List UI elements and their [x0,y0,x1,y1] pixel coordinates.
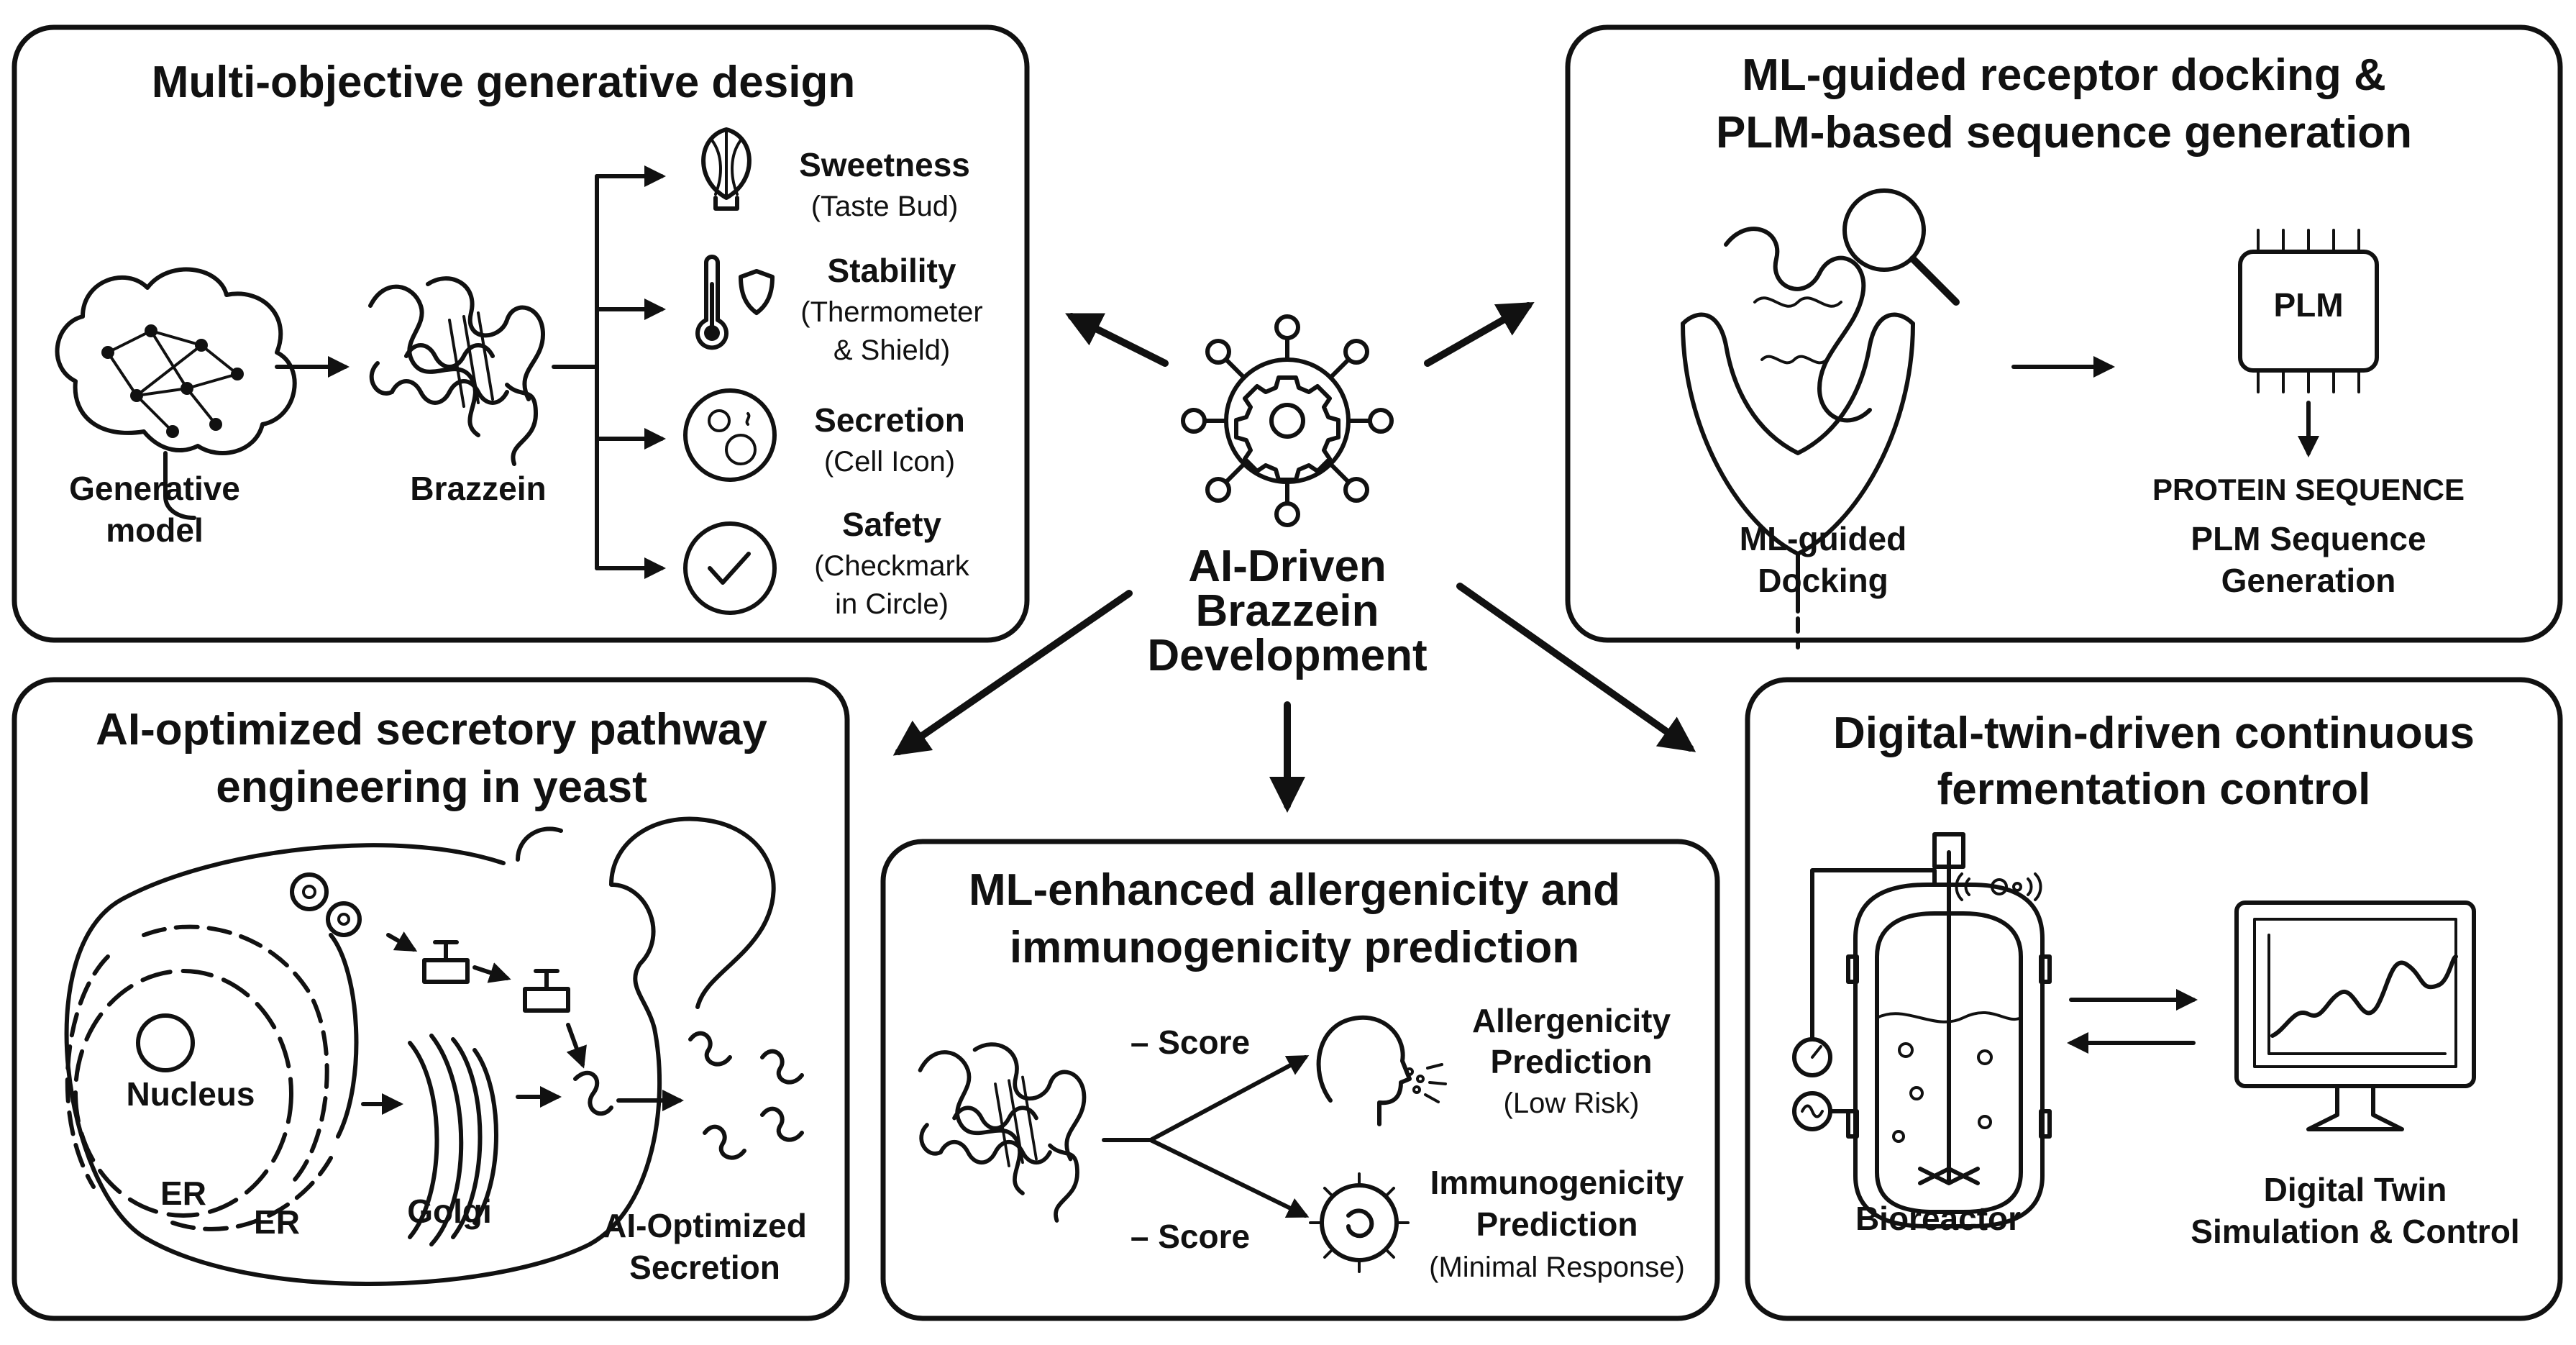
gear-network-icon [1181,314,1394,527]
valve-icon [422,940,470,984]
vesicle-protein-icon [573,1070,613,1116]
secretion-output-line2: Secretion [629,1249,780,1286]
panel-fermentation: Digital-twin-driven continuous fermentat… [1745,677,2563,1321]
docking-label-line2: Docking [1758,562,1888,599]
score-label-allergen: – Score [1131,1023,1250,1061]
panel-frame [1565,24,2563,643]
objective-desc-safety-2: in Circle) [835,588,949,620]
center-title-line3: Development [1147,631,1427,680]
plm-chip-label: PLM [2273,286,2343,324]
bioreactor-icon [1792,832,2052,1228]
objective-desc-safety-1: (Checkmark [814,550,970,582]
immuno-label-line1: Immunogenicity [1430,1164,1684,1201]
allergen-label-line2: Prediction [1491,1043,1653,1080]
arrow-to-docking [1424,302,1535,367]
panel-title: Multi-objective generative design [152,58,855,107]
panel-title-line1: Digital-twin-driven continuous [1833,708,2475,758]
receptor-docking-icon [1681,188,1960,649]
allergen-label-line1: Allergenicity [1472,1002,1671,1039]
secreted-protein-icons [688,1031,804,1160]
monitor-chart-icon [2234,901,2476,1131]
cell-icon [683,388,777,482]
objective-desc-stability-2: & Shield) [833,334,950,366]
plm-generation-label-line1: PLM Sequence [2191,520,2426,557]
immune-cell-icon [1309,1172,1410,1273]
panel-frame [12,24,1030,643]
digital-twin-label-line1: Digital Twin [2264,1171,2447,1208]
allergen-desc: (Low Risk) [1504,1088,1640,1119]
hub-arrows [892,302,1696,813]
panel-title-line1: ML-guided receptor docking & [1742,50,2386,100]
brain-network-icon [55,267,297,520]
objective-desc-stability-1: (Thermometer [800,296,982,328]
objective-connector [552,165,666,579]
arrow-to-generative [1065,313,1169,367]
generative-model-label-line1: Generative [69,470,240,507]
nucleus-organelle [73,969,293,1218]
panel-receptor-docking: ML-guided receptor docking & PLM-based s… [1565,24,2563,649]
immuno-desc: (Minimal Response) [1429,1251,1685,1283]
valve-icon [523,969,570,1013]
panel-title-line2: fermentation control [1937,765,2371,814]
golgi-label: Golgi [407,1193,492,1230]
center-hub: AI-Driven Brazzein Development [892,302,1696,813]
docking-label-line1: ML-guided [1740,520,1907,557]
score-label-immuno: – Score [1131,1218,1250,1255]
objective-desc-sweetness: (Taste Bud) [811,191,959,222]
golgi-organelle [408,1034,498,1246]
arrow-to-fermentation [1456,583,1696,752]
center-title-line1: AI-Driven [1188,542,1387,591]
panel-title-line1: AI-optimized secretory pathway [96,705,767,754]
panel-frame [880,839,1720,1321]
yeast-cell-outline [64,816,776,1286]
gear-icon [290,872,362,937]
panel-title-line2: PLM-based sequence generation [1716,108,2412,158]
arrow-gear-to-valve [386,931,418,952]
generative-model-label-line2: model [106,511,203,549]
taste-bud-icon [701,127,752,211]
panel-secretory-pathway: AI-optimized secretory pathway engineeri… [12,677,850,1321]
sneezing-face-icon [1316,1015,1447,1126]
protein-sequence-caption: PROTEIN SEQUENCE [2152,473,2465,506]
digital-twin-label-line2: Simulation & Control [2191,1213,2519,1250]
objective-label-secretion: Secretion [814,401,965,439]
arrow-valve-to-vesicle [566,1023,587,1069]
objective-desc-secretion: (Cell Icon) [824,446,955,478]
objective-label-sweetness: Sweetness [799,146,970,183]
checkmark-circle-icon [683,521,777,615]
nucleus-label: Nucleus [127,1075,255,1113]
immuno-label-line2: Prediction [1476,1205,1638,1243]
er-label-2: ER [254,1203,300,1241]
er-label-1: ER [160,1175,206,1212]
objective-label-stability: Stability [828,252,956,289]
panel-title-line2: engineering in yeast [216,762,647,812]
panel-title-line2: immunogenicity prediction [1010,923,1579,972]
secretion-output-line1: AI-Optimized [603,1207,807,1244]
brazzein-label: Brazzein [410,470,546,507]
objective-label-safety: Safety [842,506,941,543]
panel-frame [12,677,850,1321]
bioreactor-label: Bioreactor [1855,1200,2021,1237]
panel-allergenicity: ML-enhanced allergenicity and immunogeni… [880,839,1720,1321]
thermometer-shield-icon [695,255,775,350]
panel-generative-design: Multi-objective generative design Genera… [12,24,1030,643]
arrow-to-secretory [892,590,1133,756]
center-title-line2: Brazzein [1196,586,1379,636]
arrow-valve-to-valve [472,962,511,983]
prediction-branch-arrows [1102,1055,1310,1218]
plm-generation-label-line2: Generation [2221,562,2396,599]
plm-chip-icon [2238,229,2379,393]
er-organelle [65,924,359,1231]
panel-title-line1: ML-enhanced allergenicity and [969,865,1620,915]
